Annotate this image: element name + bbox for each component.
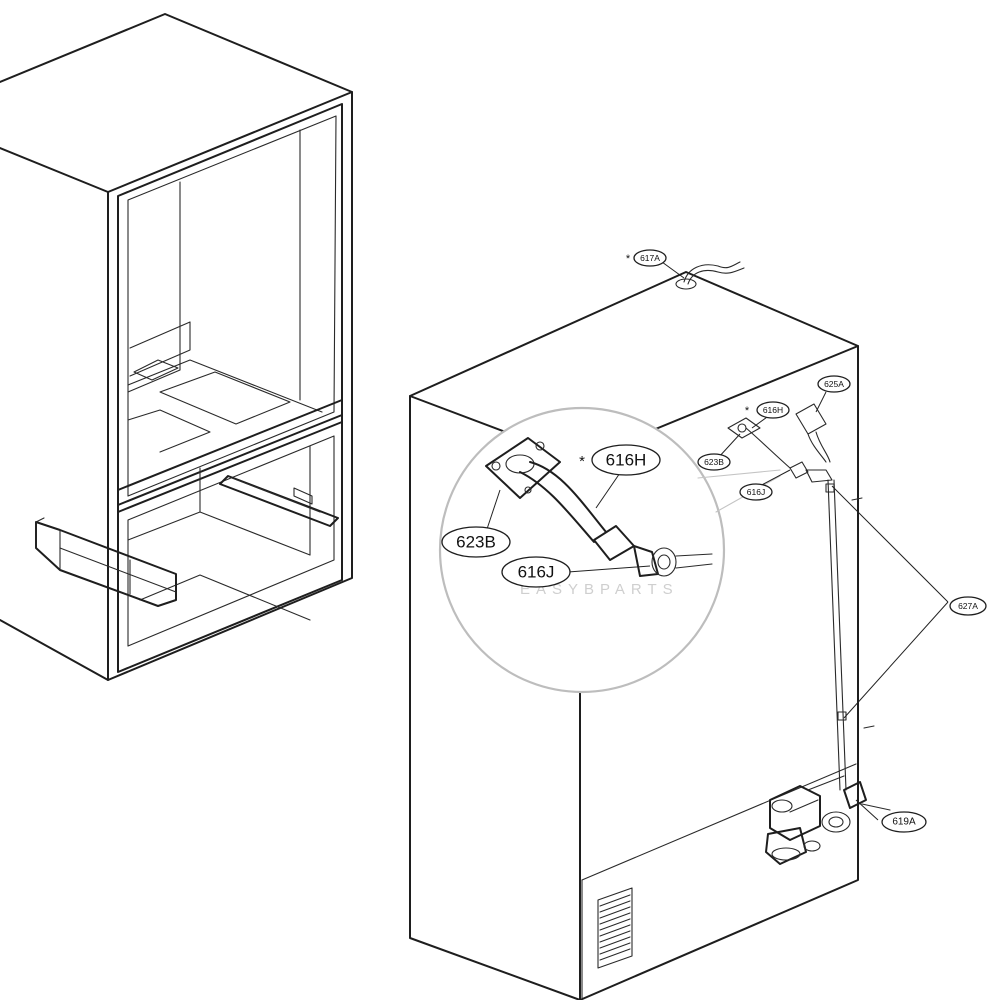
water-tube-vertical (825, 479, 875, 791)
callout-627A: 627A (949, 596, 987, 616)
svg-text:623B: 623B (456, 533, 496, 552)
vent-grille (597, 887, 633, 969)
svg-text:627A: 627A (958, 601, 978, 611)
svg-text:*: * (626, 253, 631, 265)
svg-text:616J: 616J (518, 563, 555, 582)
water-valve-assembly (765, 775, 891, 865)
svg-text:616H: 616H (606, 451, 647, 470)
svg-text:617A: 617A (640, 253, 660, 263)
callout-623B-small: 623B (697, 453, 731, 471)
refrigerator-cabinet-front-view (0, 13, 353, 681)
callout-616J-small: 616J (739, 483, 773, 501)
callout-625A: 625A (817, 375, 851, 393)
svg-text:623B: 623B (704, 457, 724, 467)
callout-616H-large: * 616H (579, 444, 661, 476)
svg-text:625A: 625A (824, 379, 844, 389)
svg-text:616J: 616J (747, 487, 765, 497)
watermark-text: EASYBPARTS (520, 581, 679, 598)
callout-617A: * 617A (626, 249, 667, 267)
callout-616H-small: * 616H (745, 401, 790, 419)
leader-lines (483, 261, 949, 821)
svg-text:*: * (745, 405, 750, 417)
callout-623B-large: 623B (441, 526, 511, 558)
detail-magnifier: EASYBPARTS (438, 406, 781, 694)
svg-text:*: * (579, 453, 585, 470)
water-filter-connector (795, 403, 833, 483)
water-inlet-hose (675, 261, 745, 290)
callout-619A: 619A (881, 811, 927, 833)
svg-text:619A: 619A (892, 817, 916, 828)
callout-616J-large: 616J (501, 556, 571, 588)
svg-text:616H: 616H (763, 405, 783, 415)
inlet-fitting-small (727, 417, 809, 479)
